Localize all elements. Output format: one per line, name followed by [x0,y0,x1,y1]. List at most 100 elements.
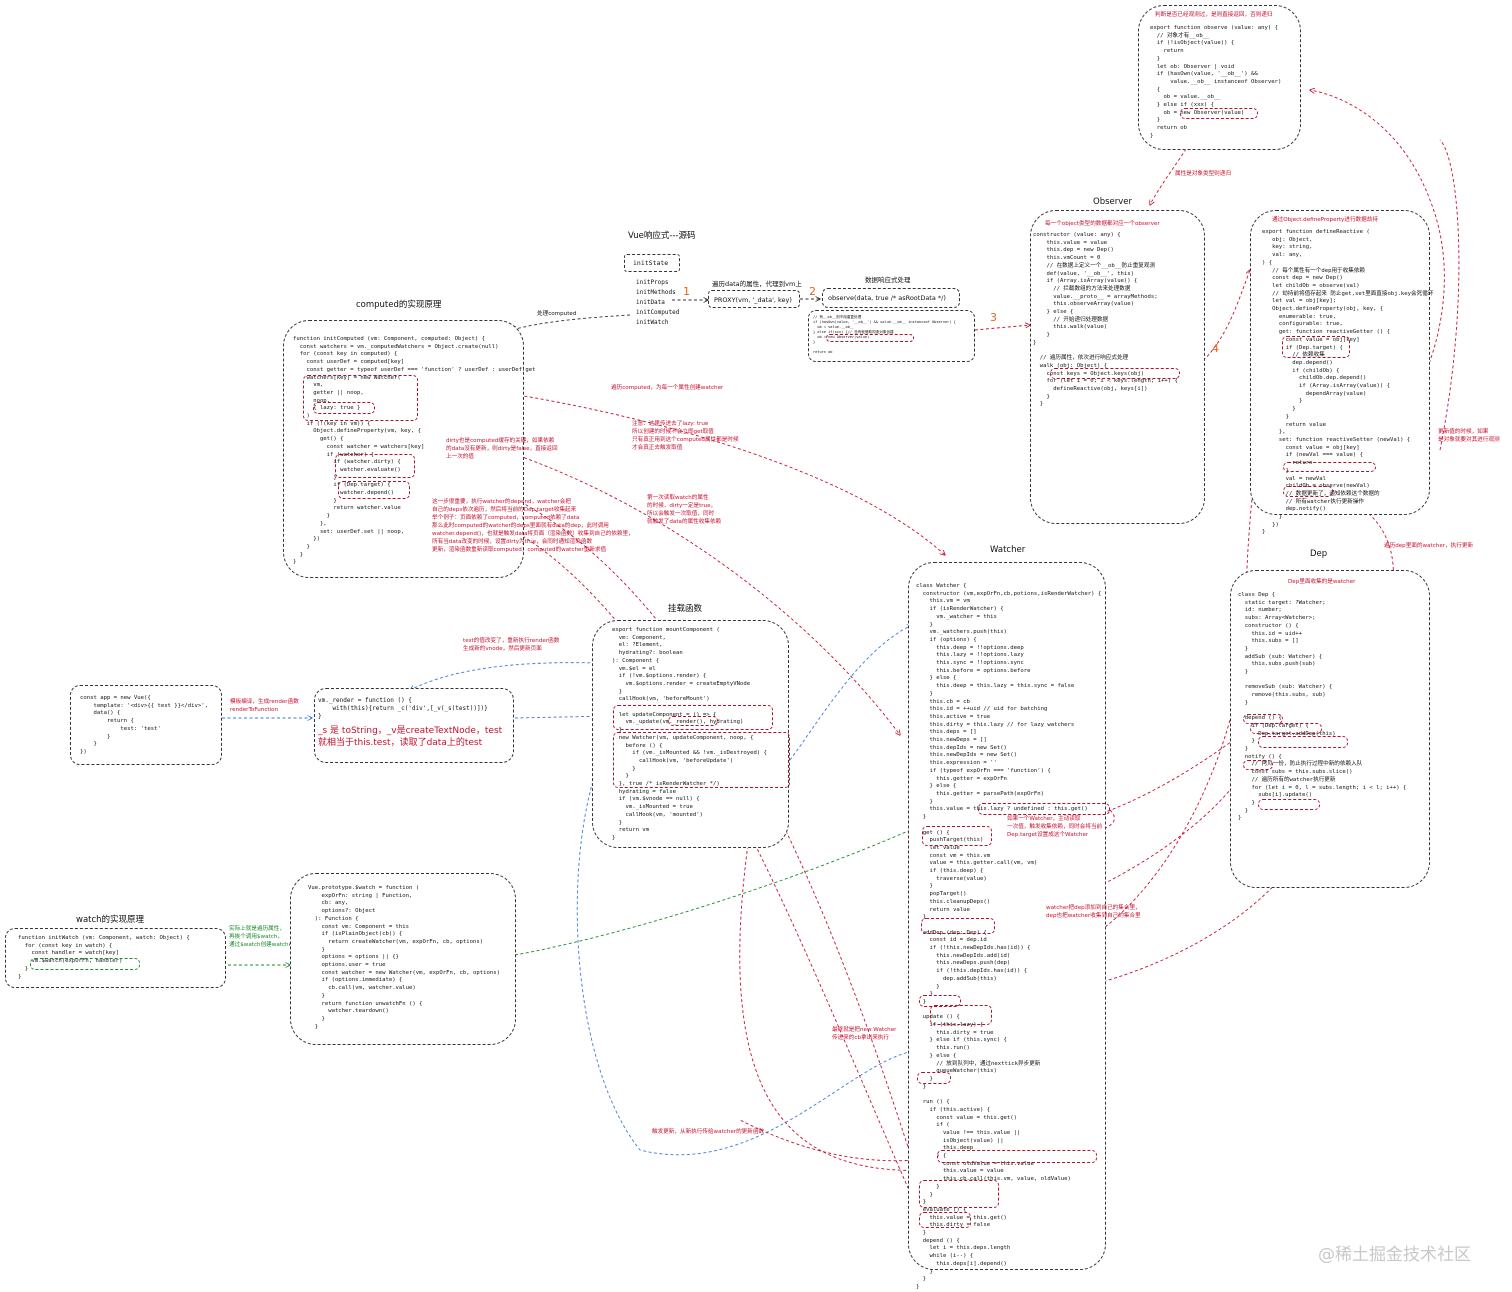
dep-title: Dep [1310,549,1328,559]
render-note: _s 是 toString，_v是createTextNode，test 就相当… [318,726,503,748]
init-state-item: initWatch [636,319,669,326]
init-state-list: initProps initMethods initData initCompu… [636,278,679,328]
dep-depend-highlight [1282,336,1350,358]
init-state-box [624,254,680,272]
computed-title: computed的实现原理 [356,300,442,310]
new-observer-call-highlight [1180,108,1258,119]
dep-box [1230,570,1430,888]
arrow-define-observe [1439,139,1460,451]
watcher-code: class Watcher { constructor (vm,expOrFn,… [916,583,1102,1290]
arrow-depend-dep [1244,349,1286,720]
first-read-note: 第一次读取watch的属性 的时候，dirty一定是true， 所以会触发一次取… [647,495,722,525]
update-component-highlight [613,705,773,730]
watcher-title: Watcher [990,545,1026,555]
process-computed-note: 处理computed [537,311,577,317]
observe-fn-box [1138,5,1301,150]
observe-fn-note: 判断是否已经观测过，是则直接返回，否则递归 [1155,12,1273,18]
update-recursive-note: 更新值的时候，如果 是对象就要对其进行观测 [1438,429,1500,443]
notify-highlight [1243,760,1273,770]
lazy-highlight [313,402,375,414]
observer-title: Observer [1093,197,1132,207]
proxy-label: 遍历data的属性，代理到vm上 [712,280,802,288]
dirty-note: dirty也是computed缓存的关键，如果依赖 的data没有更新，则dir… [446,438,558,460]
mount-code: export function mountComponent ( vm: Com… [612,627,767,841]
evaluate-highlight [919,1180,999,1208]
define-reactive-code: export function defineReactive ( obj: Ob… [1262,229,1434,536]
arrow-watch-watcher [514,828,915,956]
add-dep-highlight [1258,736,1348,748]
arrow-observe-fn-observer [1150,134,1196,205]
arrow-initcomputed [512,314,631,330]
retrigger-note: 触发更新，从新执行传给watcher的更新函数 [652,1129,765,1135]
new-observer-highlight [826,334,914,342]
proxy-box [708,290,800,308]
step-number-4: 4 [1212,342,1219,355]
init-state-item: initMethods [636,289,676,296]
final-cb-note: 最终就是把new Watcher 传进来的cb拿出来执行 [832,1027,897,1041]
notify-watcher-note: 遍历dep里面的watcher，执行更新 [1384,543,1474,549]
cb-call-highlight [937,1150,1097,1163]
init-state-item: initComputed [636,309,680,316]
observe-snippet-box [808,310,975,362]
traverse-computed-note: 遍历computed，为每一个属性创建watcher [611,385,724,391]
data-process-title: 数据响应式处理 [865,276,911,284]
mount-title: 挂载函数 [668,604,703,614]
step-number-3: 3 [990,311,997,324]
watermark: @稀土掘金技术社区 [1318,1245,1471,1265]
depend-fn-highlight [919,1212,971,1228]
proxy-code: PROXY(vm, '_data', key) [714,296,792,304]
get-note: 如果一个Watcher，主动读取 一次值，触发收集依赖，同时会将当前 Dep.t… [1007,816,1103,838]
template-compile-note: 模板编译，生成render函数 renderToFunction [230,699,299,713]
observe-fn-code: export function observe (value: any) { /… [1150,25,1282,139]
dirty-highlight [335,454,415,478]
run-fn-highlight [917,1072,951,1084]
mount-box [592,620,789,848]
handler-highlight [30,958,140,970]
subs-update-highlight [1258,799,1320,810]
computed-box [283,320,524,578]
new-render-watcher-highlight [613,732,790,788]
arrow-mount-watcher [789,625,912,761]
watch-fn-code: Vue.prototype.$watch = function ( expOrF… [308,885,500,1030]
watch-note: 实际上就是遍历属性， 再挨个调用$watch， 通过$watch创建watche… [229,926,295,948]
render-code: vm._render = function () { with(this){re… [318,697,488,720]
depend-note: 这一步很重要，执行watcher的depend，watcher会把 自己的dep… [432,499,634,553]
define-reactive-note: 通过Object.defineProperty进行数据劫持 [1272,217,1378,223]
app-code: const app = new Vue({ template: '<div>{{… [80,695,208,755]
define-reactive-box [1250,210,1430,515]
step-number-1: 1 [683,285,690,298]
arrow-define-observe-fn [1310,90,1445,468]
dep-code: class Dep { static target: ?Watcher; id:… [1238,592,1407,822]
dep-target-highlight [1250,723,1322,734]
observe-call: observe(data, true /* asRootData */) [828,294,946,302]
arrow-watcher-depend [409,494,920,1215]
arrow-cb-call [739,1119,936,1162]
push-target-highlight [922,826,992,846]
init-state-item: initData [636,299,665,306]
observe-newval-highlight [1283,462,1376,472]
test-changed-note: test的值改变了，重新执行render函数 生成新的vnode，然后更新页面 [463,638,560,652]
add-dep-fn-highlight [921,918,995,934]
dep-notify-highlight [1283,486,1333,497]
init-state-title: initState [633,259,669,267]
computed-code: function initComputed (vm: Component, co… [293,336,536,566]
observer-desc-note: 每一个object类型的数据都对应一个observer [1045,221,1160,227]
lazy-dirty-highlight [930,1005,992,1025]
this-get-highlight [978,803,1110,815]
dep-collect-note: Dep里面收集的是watcher [1288,579,1356,585]
main-title: Vue响应式---源码 [628,231,696,241]
watch-fn-box [290,873,516,1045]
new-watcher-highlight [303,375,418,421]
observe-snippet-code: // 有__ob__则不用重复处理 if (hasOwn(value, '__o… [813,315,956,354]
depend-highlight [338,481,410,499]
step-number-2: 2 [809,285,816,298]
observe-call-box [822,288,960,308]
watch-title: watch的实现原理 [76,915,145,925]
arrow-get-dep-target [989,728,1250,839]
observer-code: constructor (value: any) { this.value = … [1033,232,1178,408]
lazy-note: 注意：这里传进去了lazy: true 所以创建的时候不会立即get取值 只有真… [632,421,739,451]
init-watch-code: function initWatch (vm: Component, watch… [18,935,190,980]
add-dep-note: watcher把dep添加到自己的集合里， dep也把watcher收集到自己的… [1046,905,1141,919]
update-fn-highlight [919,995,961,1007]
init-state-item: initProps [636,279,669,286]
